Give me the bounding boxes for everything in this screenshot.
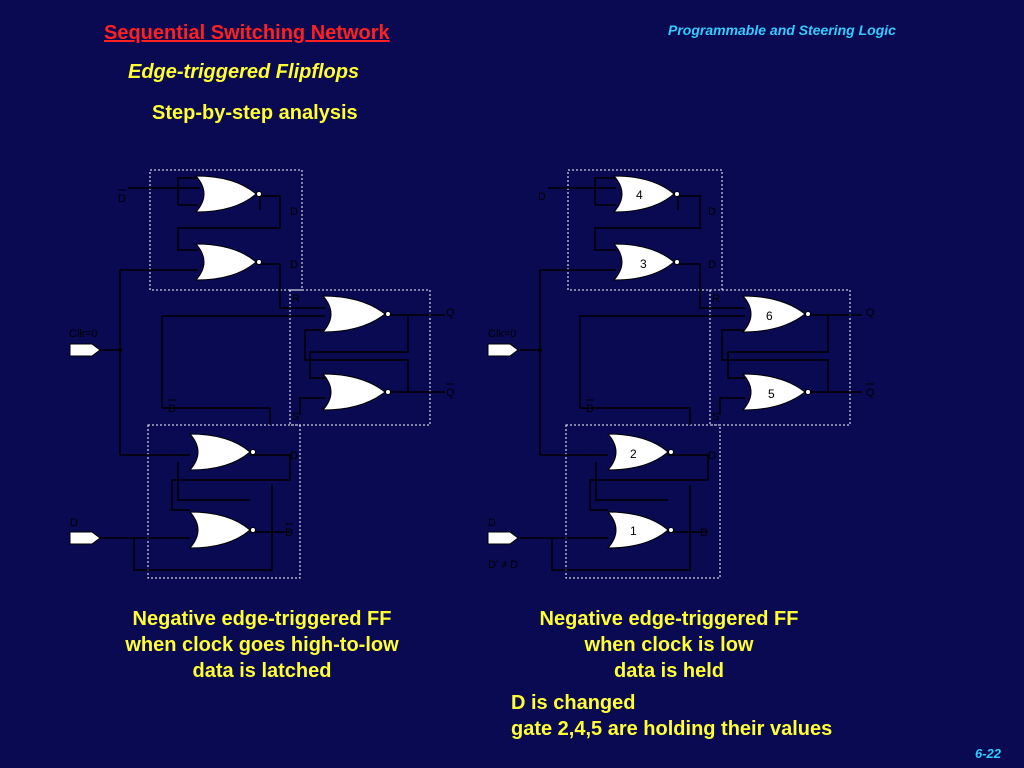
right-label-d-in: D	[488, 517, 496, 529]
right-gate-2	[606, 433, 669, 471]
gate-number-6: 6	[766, 309, 773, 323]
left-d-connector	[69, 531, 101, 545]
right-label-d3: D	[708, 450, 716, 462]
left-nor-gate-6	[188, 511, 251, 549]
note-line-2: gate 2,4,5 are holding their values	[511, 718, 833, 740]
page-number: 6-22	[975, 746, 1002, 761]
right-caption-line-2: when clock is low	[584, 634, 754, 656]
gate-number-4: 4	[636, 188, 643, 202]
left-label-d-bar2: D	[168, 403, 176, 415]
right-label-q-bar: Q	[866, 387, 875, 399]
right-label-d-bottom: D	[700, 527, 708, 539]
right-label-d2: D	[708, 259, 716, 271]
left-label-s: S	[292, 411, 299, 423]
left-output-latch-box	[289, 289, 431, 426]
right-label-d1: D	[708, 206, 716, 218]
left-clk-connector	[69, 343, 101, 357]
right-bottom-latch-box	[565, 424, 721, 579]
step-heading: Step-by-step analysis	[152, 102, 358, 124]
left-caption-line-2: when clock goes high-to-low	[125, 634, 399, 656]
left-caption-line-3: data is latched	[192, 660, 332, 682]
right-caption-line-3: data is held	[613, 660, 725, 682]
gate-number-5: 5	[768, 387, 775, 401]
left-top-latch-box	[149, 169, 303, 291]
left-label-d3: D	[290, 450, 298, 462]
right-output-latch-box	[709, 289, 851, 426]
right-label-d-top: D	[538, 191, 546, 203]
left-label-clk: Clk=0	[69, 328, 97, 340]
slide-title: Sequential Switching Network	[104, 22, 390, 44]
gate-number-3: 3	[640, 257, 647, 271]
left-flipflop-diagram: D D D R Q Clk=0 D S Q D D D	[69, 169, 455, 579]
left-label-d-bottom: D	[285, 527, 293, 539]
left-caption: Negative edge-triggered FF when clock go…	[70, 606, 454, 684]
right-label-q: Q	[866, 307, 875, 319]
right-label-r: R	[712, 293, 720, 305]
left-nor-gate-1	[194, 175, 257, 213]
right-top-latch-box	[567, 169, 723, 291]
note-line-1: D is changed	[511, 692, 636, 714]
left-label-d-bar: D	[118, 193, 126, 205]
right-gate-5	[741, 373, 806, 411]
right-gate-4	[612, 175, 675, 213]
left-label-d1: D	[290, 206, 298, 218]
right-gate-6	[741, 295, 806, 333]
right-gate-1	[606, 511, 669, 549]
right-label-s: S	[712, 411, 719, 423]
right-d-connector	[487, 531, 519, 545]
left-nor-gate-4	[321, 373, 386, 411]
right-label-d-bar: D	[586, 403, 594, 415]
right-clk-connector	[487, 343, 519, 357]
right-flipflop-diagram: 4 3 6 5 2 1 D D D R Q Clk=0 D S Q D D D …	[487, 169, 875, 579]
gate-number-1: 1	[630, 524, 637, 538]
left-caption-line-1: Negative edge-triggered FF	[132, 608, 392, 630]
left-nor-gate-2	[194, 243, 257, 281]
left-bottom-latch-box	[147, 424, 301, 579]
left-nor-gate-5	[188, 433, 251, 471]
left-label-d-in: D	[70, 517, 78, 529]
right-caption-line-1: Negative edge-triggered FF	[539, 608, 799, 630]
analysis-note: D is changed gate 2,4,5 are holding thei…	[511, 690, 832, 742]
right-caption: Negative edge-triggered FF when clock is…	[484, 606, 854, 684]
left-label-q: Q	[446, 307, 455, 319]
left-nor-gate-3	[321, 295, 386, 333]
gate-number-2: 2	[630, 447, 637, 461]
right-label-d-change: D' ≠ D	[488, 559, 518, 571]
left-label-r: R	[292, 293, 300, 305]
left-label-d2: D	[290, 259, 298, 271]
slide-subtitle: Edge-triggered Flipflops	[128, 61, 360, 83]
left-label-q-bar: Q	[446, 387, 455, 399]
right-label-clk: Clk=0	[488, 328, 516, 340]
right-gate-3	[612, 243, 675, 281]
section-header: Programmable and Steering Logic	[668, 22, 896, 38]
